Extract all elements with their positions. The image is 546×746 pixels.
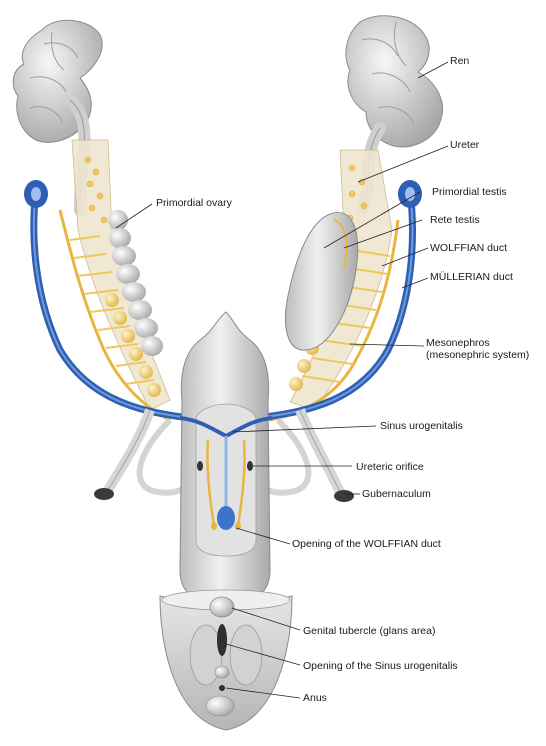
- left-mesonephros: [58, 139, 171, 422]
- label-opening-sinus: Opening of the Sinus urogenitalis: [303, 660, 458, 672]
- label-genital-tubercle: Genital tubercle (glans area): [303, 625, 436, 637]
- label-mesonephros: Mesonephros (mesonephric system): [426, 337, 529, 361]
- leader-opening-wolffian: [235, 527, 291, 545]
- label-sinus-urogenitalis: Sinus urogenitalis: [380, 420, 463, 432]
- label-ureteric-orifice: Ureteric orifice: [356, 461, 424, 473]
- right-gubernaculum: [295, 408, 354, 502]
- leader-anus: [225, 687, 301, 699]
- left-gubernaculum: [94, 408, 155, 500]
- left-mullerian-duct: [24, 180, 194, 422]
- primordial-testis: [285, 212, 359, 351]
- leader-primordial-ovary: [115, 203, 153, 229]
- label-primordial-ovary: Primordial ovary: [156, 197, 232, 209]
- leader-genital-tubercle: [231, 607, 301, 631]
- leader-wolffian-duct: [381, 247, 429, 267]
- label-mesonephros-main: Mesonephros: [426, 337, 490, 349]
- right-mesonephros: [269, 149, 400, 422]
- genital-region: [159, 589, 293, 731]
- label-opening-wolffian: Opening of the WOLFFIAN duct: [292, 538, 441, 550]
- leader-rete-testis: [343, 219, 423, 249]
- label-anus: Anus: [303, 692, 327, 704]
- leader-opening-sinus: [225, 643, 301, 666]
- label-gubernaculum: Gubernaculum: [362, 488, 431, 500]
- leader-mullerian-duct: [401, 277, 429, 289]
- label-mullerian-duct: MÜLLERIAN duct: [430, 271, 513, 283]
- leader-lines: [115, 61, 449, 699]
- label-ren: Ren: [450, 55, 470, 67]
- label-rete-testis: Rete testis: [430, 214, 480, 226]
- label-mesonephros-sub: (mesonephric system): [426, 349, 530, 361]
- primordial-ovary: [108, 210, 163, 356]
- sinus-urogenitalis: [179, 311, 273, 601]
- leader-sinus-urogenitalis: [231, 425, 377, 433]
- leader-primordial-testis: [323, 191, 421, 249]
- label-wolffian-duct: WOLFFIAN duct: [430, 242, 508, 254]
- leader-mesonephros: [349, 343, 425, 347]
- leader-ren: [417, 61, 449, 79]
- label-primordial-testis: Primordial testis: [432, 186, 507, 198]
- label-ureter: Ureter: [450, 139, 480, 151]
- leader-ureter: [357, 145, 449, 183]
